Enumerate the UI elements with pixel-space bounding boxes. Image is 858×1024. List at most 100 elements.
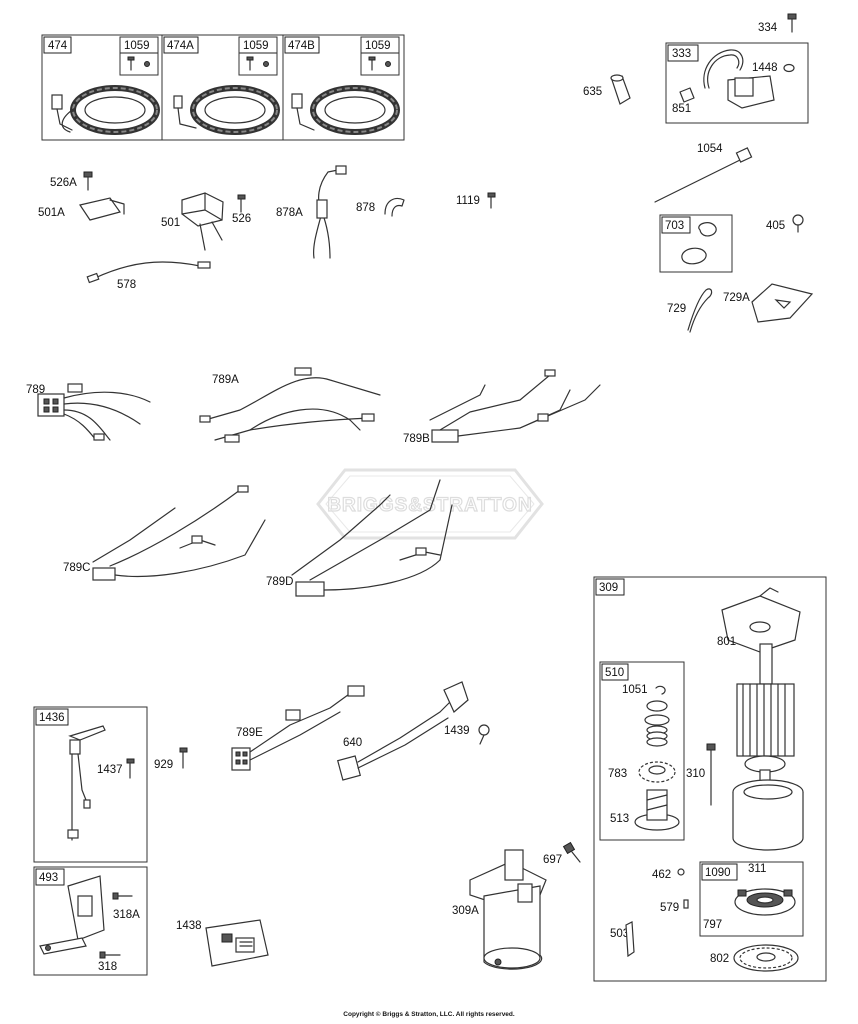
label-789E: 789E: [236, 727, 263, 739]
ignition-coil-icon: [679, 49, 775, 109]
label-1439: 1439: [444, 725, 470, 737]
wiring-harness-icon: [92, 485, 266, 581]
screw-icon: [179, 747, 188, 769]
starter-motor-icon: [469, 849, 547, 970]
label-801: 801: [717, 636, 736, 648]
label-510: 510: [605, 667, 624, 679]
stator-group: 474 1059 474A 1059 474B 1059: [41, 34, 405, 141]
label-474: 474: [48, 40, 68, 52]
drive-group-box: [599, 661, 685, 841]
brand-watermark: BRIGGS&STRATTON: [316, 468, 544, 540]
label-802: 802: [710, 953, 729, 965]
ground-wire-icon: [86, 261, 211, 284]
spark-plug-boot-icon: [610, 74, 631, 105]
label-729A: 729A: [723, 292, 750, 304]
label-1059-b: 1059: [243, 40, 269, 52]
label-789A: 789A: [212, 374, 239, 386]
label-474B: 474B: [288, 40, 315, 52]
screw-icon: [478, 724, 490, 745]
shim-icon: [625, 921, 635, 958]
label-318: 318: [98, 961, 117, 973]
label-929: 929: [154, 759, 173, 771]
label-789D: 789D: [266, 576, 294, 588]
label-789: 789: [26, 384, 45, 396]
label-462: 462: [652, 869, 671, 881]
ignition-group-box: [665, 42, 809, 124]
spring-icon: [646, 725, 668, 747]
label-334: 334: [758, 22, 778, 34]
nut-icon: [677, 868, 685, 876]
mounting-bracket-icon: [39, 875, 105, 955]
label-578: 578: [117, 279, 136, 291]
clip-icon: [384, 197, 405, 217]
ground-lead-icon: [67, 725, 106, 841]
brush-holder-icon: [734, 888, 796, 916]
bolt-icon: [787, 13, 797, 33]
through-bolt-icon: [706, 743, 716, 806]
drive-helix-icon: [634, 789, 680, 831]
label-513: 513: [610, 813, 629, 825]
wire-tie-strap-icon: [687, 288, 713, 333]
label-1437: 1437: [97, 764, 123, 776]
wiring-harness-icon: [199, 367, 381, 443]
screw-icon: [237, 194, 246, 213]
pin-icon: [683, 899, 689, 909]
clip-group-box: [659, 214, 733, 273]
label-526: 526: [232, 213, 251, 225]
label-1054: 1054: [697, 143, 723, 155]
regulator-icon: [79, 197, 125, 221]
label-1448: 1448: [752, 62, 778, 74]
label-729: 729: [667, 303, 686, 315]
label-493: 493: [39, 872, 58, 884]
armature-icon: [736, 643, 795, 785]
label-405: 405: [766, 220, 785, 232]
stop-nut-icon: [646, 700, 668, 712]
starter-harness-icon: [336, 681, 469, 781]
retaining-ring-icon: [655, 685, 666, 695]
brush-group-box: [699, 861, 804, 937]
push-rivet-icon: [792, 214, 804, 233]
bracket-group-box: [33, 866, 148, 976]
label-1090: 1090: [705, 867, 731, 879]
screw-icon: [83, 171, 93, 191]
washer-icon: [783, 63, 795, 73]
wire-clip-icon: [681, 222, 717, 265]
bolt-icon: [562, 841, 581, 863]
label-640: 640: [343, 737, 362, 749]
end-cap-icon: [733, 944, 799, 972]
rectifier-icon: [181, 192, 224, 251]
label-878: 878: [356, 202, 375, 214]
wiring-harness-icon: [429, 369, 601, 443]
control-module-icon: [205, 919, 269, 967]
label-878A: 878A: [276, 207, 303, 219]
watermark-text: BRIGGS&STRATTON: [327, 495, 532, 516]
cable-tie-icon: [654, 147, 753, 203]
label-503: 503: [610, 928, 629, 940]
label-1051: 1051: [622, 684, 648, 696]
washer-icon: [644, 714, 670, 726]
wiring-harness-icon: [231, 685, 365, 771]
label-501A: 501A: [38, 207, 65, 219]
label-635: 635: [583, 86, 602, 98]
label-1438: 1438: [176, 920, 202, 932]
label-1059-c: 1059: [365, 40, 391, 52]
label-318A: 318A: [113, 909, 140, 921]
stator-ring-icon: [173, 85, 280, 135]
insulator-plate-icon: [751, 283, 814, 323]
label-309A: 309A: [452, 905, 479, 917]
label-783: 783: [608, 768, 627, 780]
screw-icon: [99, 892, 133, 959]
wire-group-box: [33, 706, 148, 863]
label-309: 309: [599, 582, 618, 594]
starter-group-box: [593, 576, 827, 982]
label-501: 501: [161, 217, 180, 229]
label-789C: 789C: [63, 562, 91, 574]
label-1059-a: 1059: [124, 40, 150, 52]
screw-icon: [487, 192, 496, 209]
stator-ring-icon: [291, 85, 400, 135]
screw-icon: [127, 56, 391, 71]
wiring-harness-icon: [37, 383, 151, 441]
label-1119: 1119: [456, 195, 480, 207]
label-311: 311: [748, 863, 766, 875]
label-789B: 789B: [403, 433, 430, 445]
